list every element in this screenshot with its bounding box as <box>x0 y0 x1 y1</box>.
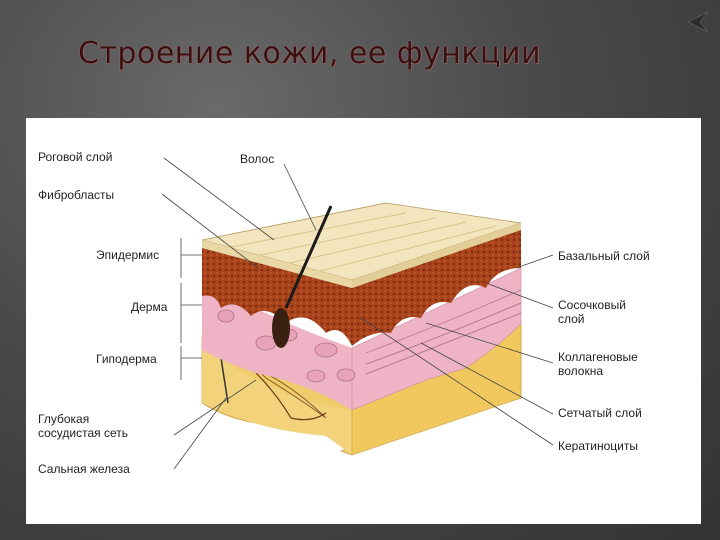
hair-shaft <box>272 205 333 348</box>
label-epidermis: Эпидермис <box>96 248 160 262</box>
leader-lines <box>161 157 554 470</box>
label-fibroblasts: Фибробласты <box>38 188 115 202</box>
dermis-layer <box>202 267 522 411</box>
label-dermis: Дерма <box>131 300 168 314</box>
label-hair: Волос <box>240 152 275 166</box>
skin-structure-figure: Роговой слой Фибробласты Эпидермис Дерма… <box>26 118 701 524</box>
stratum-corneum-layer <box>201 202 522 288</box>
label-hypodermis: Гиподерма <box>96 352 157 366</box>
skin-block-illustration <box>161 157 554 470</box>
label-sebaceous-gland: Сальная железа <box>38 462 130 476</box>
label-collagen-fibers: Коллагеновые волокна <box>558 350 638 378</box>
label-keratinocytes: Кератиноциты <box>558 439 638 453</box>
label-deep-vascular-network: Глубокая сосудистая сеть <box>38 412 129 440</box>
epidermis-layer <box>202 228 521 346</box>
corner-arrow-icon <box>686 11 709 33</box>
label-basal-layer: Базальный слой <box>558 249 650 263</box>
label-reticular-layer: Сетчатый слой <box>558 406 642 420</box>
label-stratum-corneum: Роговой слой <box>38 150 113 164</box>
label-papillary-layer: Сосочковый слой <box>558 298 626 326</box>
slide-title: Строение кожи, ее функции <box>78 36 541 71</box>
